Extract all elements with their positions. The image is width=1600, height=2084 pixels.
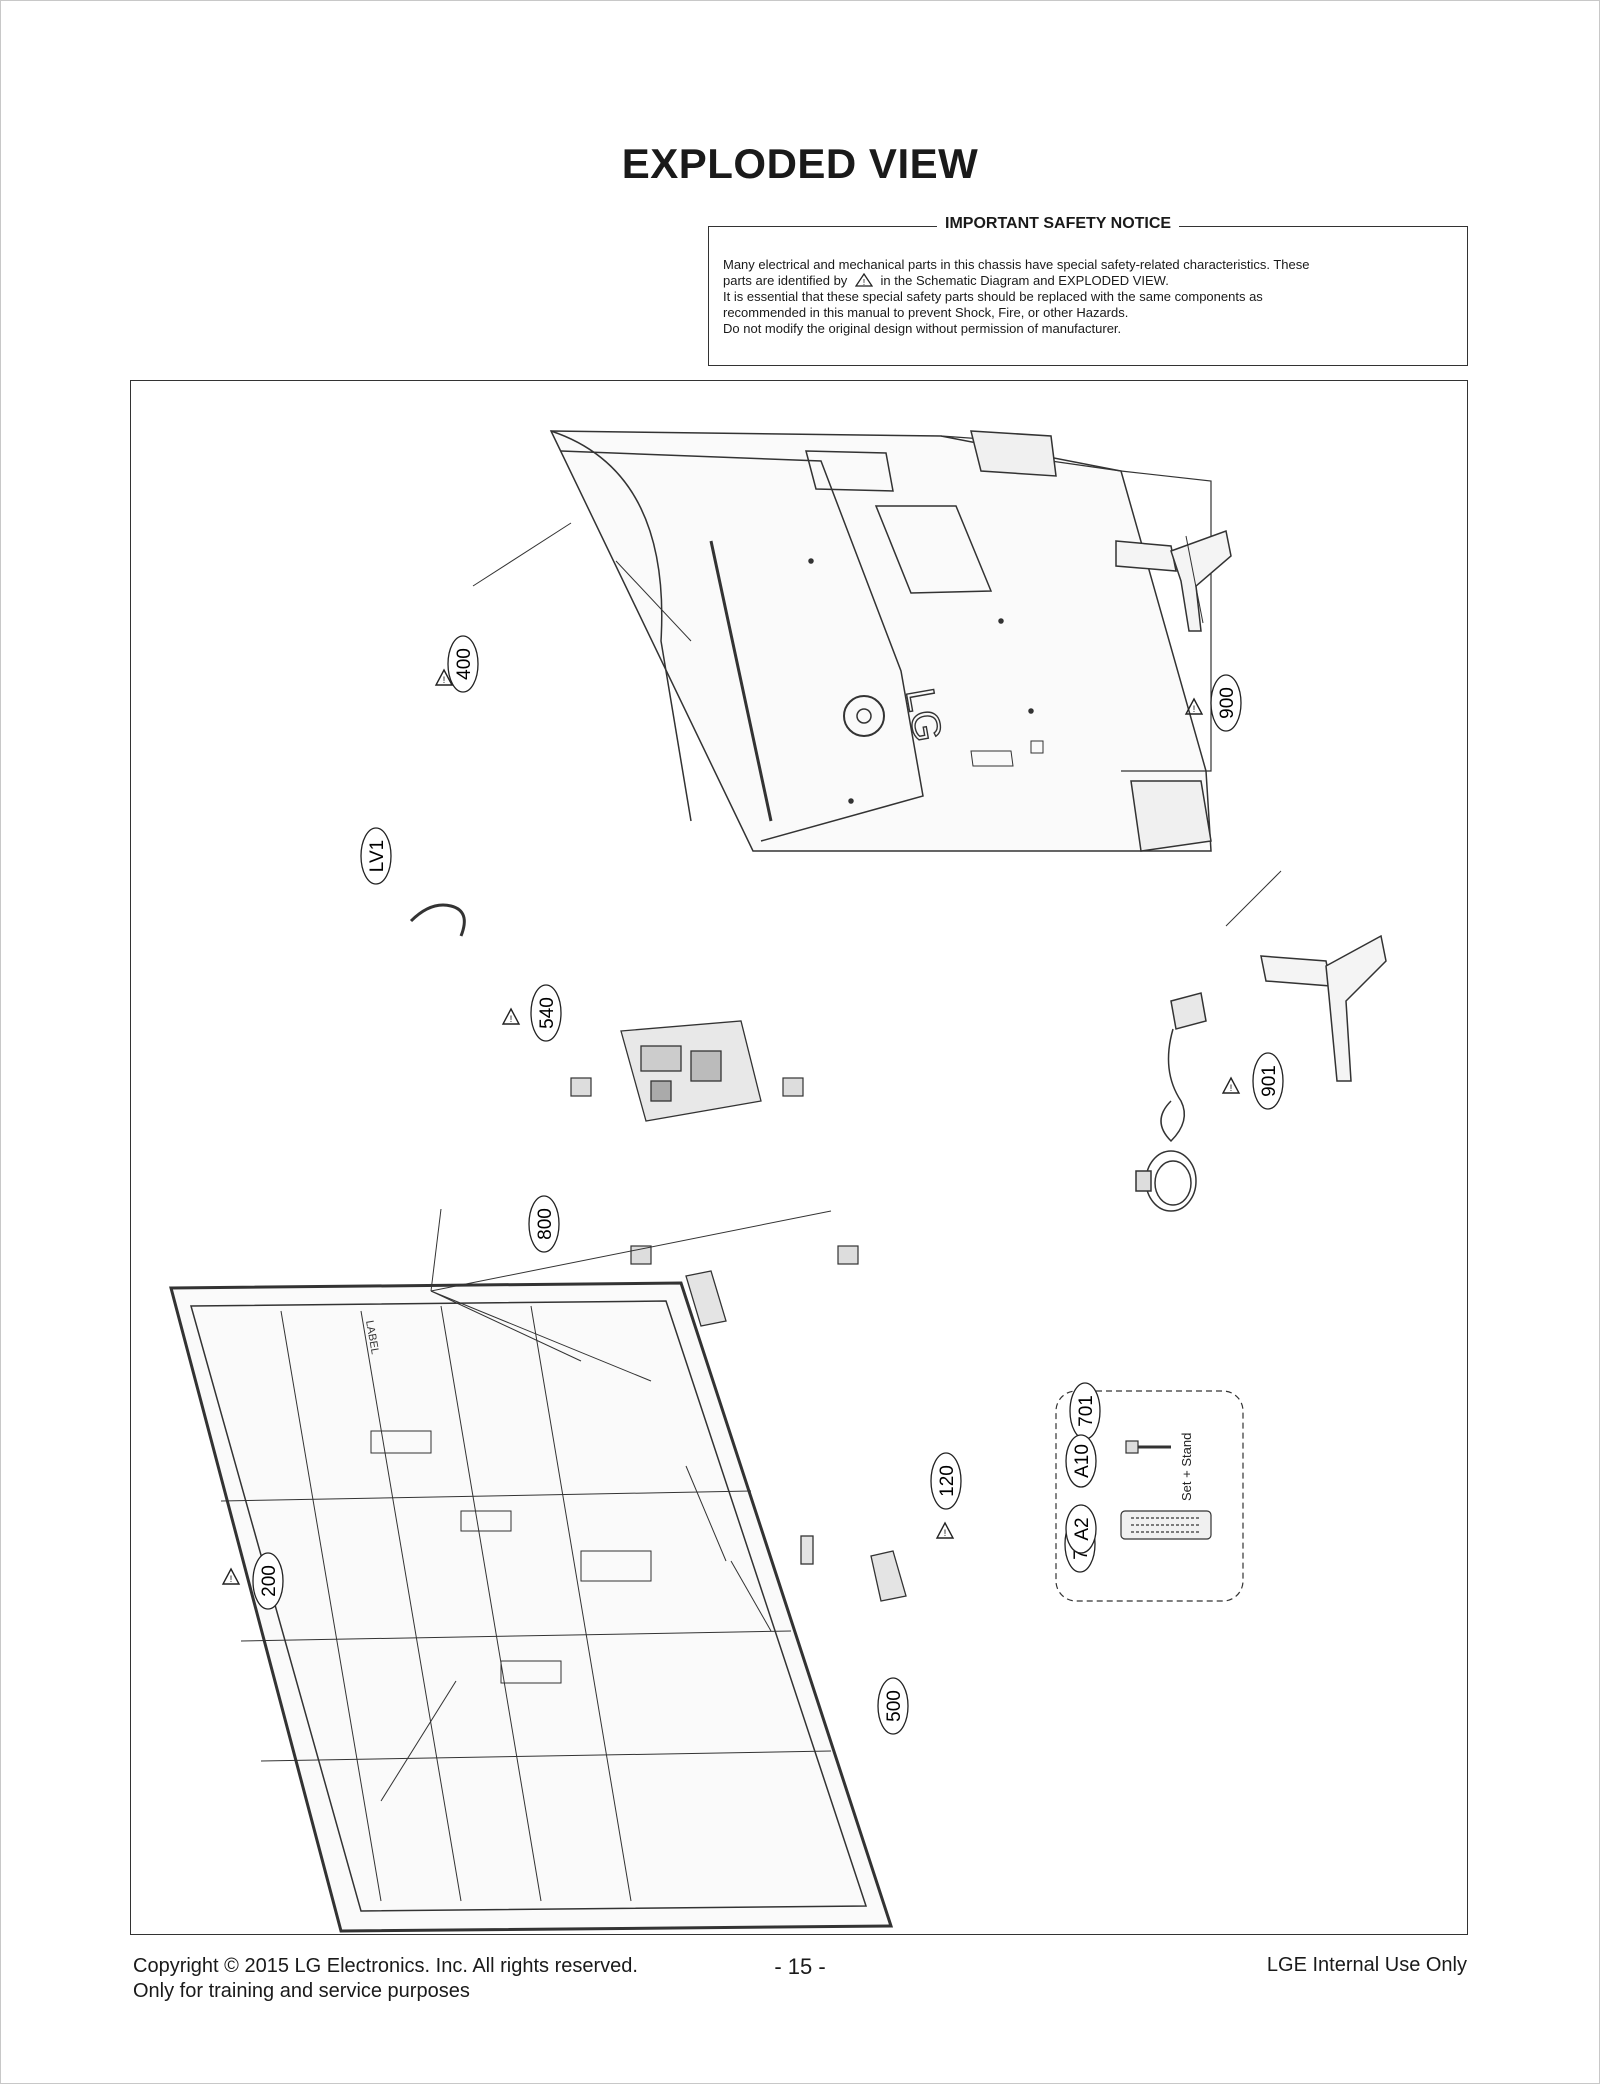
screw-a10 [1125, 1440, 1171, 1454]
callout-400: 400 [447, 635, 479, 693]
stand-left-part [1260, 934, 1387, 1082]
svg-text:800: 800 [535, 1208, 556, 1240]
stand-right-part [1115, 529, 1232, 632]
bracket-parts [570, 1077, 859, 1265]
page-number: - 15 - [774, 1954, 826, 1979]
back-cover-part: LG [549, 430, 1212, 852]
accessory-box: Set + Stand [1055, 1390, 1244, 1602]
speaker-parts [685, 1270, 907, 1602]
main-board-part [620, 1020, 762, 1122]
svg-text:901: 901 [1259, 1065, 1280, 1097]
warning-triangle-icon [502, 1008, 520, 1025]
svg-text:500: 500 [884, 1690, 905, 1722]
safety-notice-box: IMPORTANT SAFETY NOTICE Many electrical … [708, 215, 1468, 366]
power-cord-part [1135, 1150, 1197, 1212]
svg-text:540: 540 [537, 997, 558, 1029]
notice-line: It is essential that these special safet… [723, 289, 1263, 304]
accessory-note-text: Set + Stand [1179, 1433, 1194, 1501]
cable-lv1-part [409, 903, 466, 937]
notice-line-part: parts are identified by [723, 273, 848, 288]
callout-701: 701 [1069, 1382, 1101, 1440]
adapter-part [1160, 992, 1207, 1143]
callout-a10: A10 [1065, 1434, 1097, 1488]
internal-use-text: LGE Internal Use Only [1266, 1954, 1467, 1976]
svg-text:200: 200 [259, 1565, 280, 1597]
callout-900: 900 [1210, 674, 1242, 732]
callout-800: 800 [528, 1195, 560, 1253]
svg-text:400: 400 [454, 648, 475, 680]
svg-text:LV1: LV1 [367, 840, 388, 872]
svg-text:!: ! [863, 278, 865, 287]
notice-line: recommended in this manual to prevent Sh… [723, 305, 1129, 320]
notice-line: parts are identified by ! in the Schemat… [723, 272, 1453, 289]
page-title: EXPLODED VIEW [621, 140, 979, 187]
callout-lv1: LV1 [360, 827, 392, 885]
lg-logo: LG [897, 685, 950, 745]
safety-notice-body: Many electrical and mechanical parts in … [723, 257, 1453, 337]
exploded-view-drawing: ! LG [169, 430, 1387, 1933]
copyright-text: Copyright © 2015 LG Electronics. Inc. Al… [133, 1955, 638, 1977]
warning-triangle-icon [1222, 1077, 1240, 1094]
svg-text:120: 120 [937, 1465, 958, 1497]
notice-line: Many electrical and mechanical parts in … [723, 257, 1310, 272]
callout-120: 120 [930, 1452, 962, 1510]
callout-200: 200 [252, 1552, 284, 1610]
svg-text:A10: A10 [1072, 1444, 1093, 1478]
training-text: Only for training and service purposes [133, 1980, 470, 2002]
display-module-part: LABEL [169, 1281, 894, 1933]
svg-text:A2: A2 [1072, 1517, 1093, 1540]
svg-text:900: 900 [1217, 687, 1238, 719]
panel-label-text: LABEL [363, 1319, 381, 1355]
warning-triangle-icon [936, 1522, 954, 1539]
callout-500: 500 [877, 1677, 909, 1735]
exploded-view-diagram: ! LG [130, 380, 1468, 1935]
safety-notice-heading: IMPORTANT SAFETY NOTICE [937, 215, 1180, 233]
callout-901: 901 [1252, 1052, 1284, 1110]
footer-copyright: Copyright © 2015 LG Electronics. Inc. Al… [133, 1954, 638, 2004]
callout-540: 540 [530, 984, 562, 1042]
callout-a2: A2 [1065, 1504, 1097, 1554]
notice-line-part: in the Schematic Diagram and EXPLODED VI… [880, 273, 1169, 288]
remote-a2 [1120, 1510, 1212, 1540]
leader-lines [380, 522, 1282, 1802]
warning-triangle-icon [222, 1568, 240, 1585]
notice-line: Do not modify the original design withou… [723, 321, 1122, 336]
svg-text:701: 701 [1076, 1395, 1097, 1427]
warning-triangle-icon: ! [854, 272, 874, 287]
